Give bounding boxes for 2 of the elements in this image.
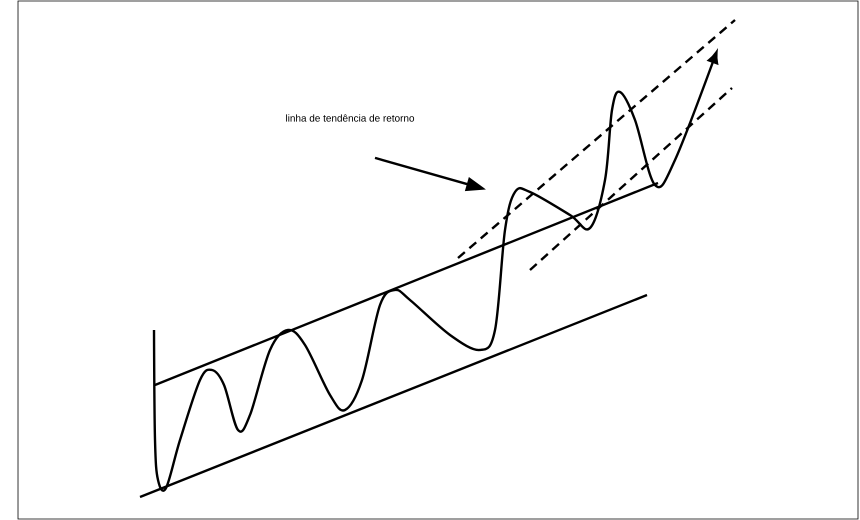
return-trend-line bbox=[457, 19, 736, 259]
annotation-text: linha de tendência de retorno bbox=[286, 114, 414, 122]
